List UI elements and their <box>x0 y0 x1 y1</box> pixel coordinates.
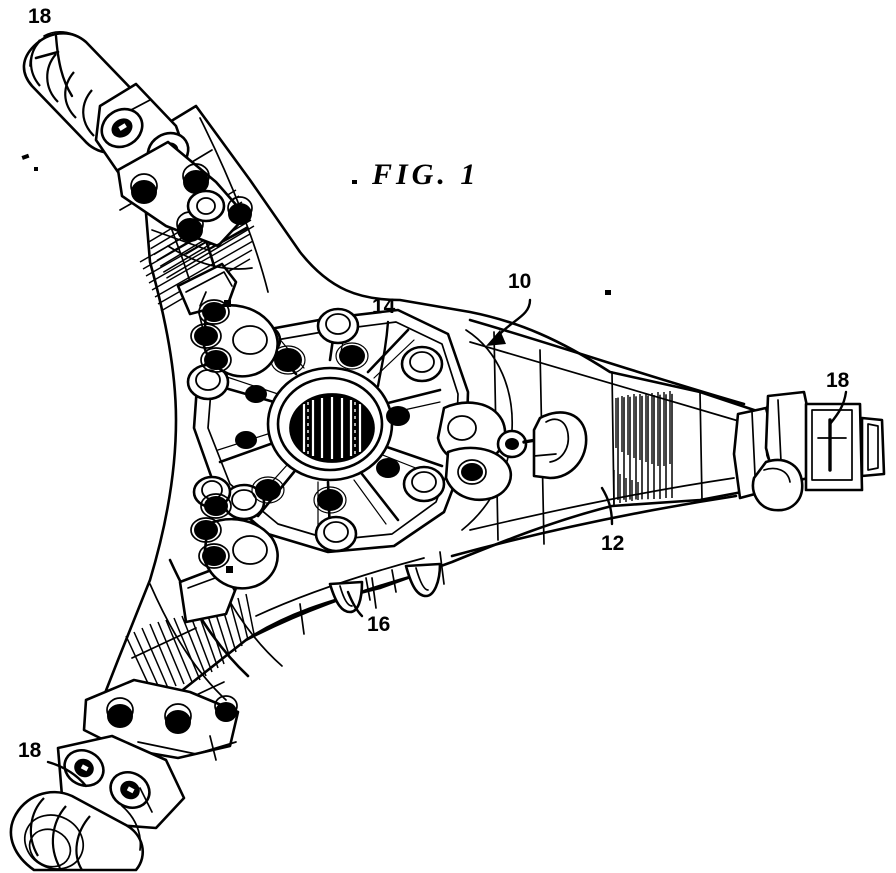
flange-hub-tl-bore <box>196 197 216 215</box>
bolt-boss <box>316 307 360 345</box>
end-cap-right <box>860 416 886 478</box>
yoke-web-bl <box>121 805 142 851</box>
vent-cap-inner <box>545 418 570 463</box>
leader-18-right <box>828 390 848 426</box>
housing-bottom-break-3 <box>439 551 445 585</box>
leader-18-top-left <box>54 34 74 98</box>
speck-4 <box>352 180 357 184</box>
mounting-lug-16 <box>328 562 442 614</box>
reference-numeral-18-right: 18 <box>826 369 850 392</box>
bolt-stack-lower <box>190 493 233 573</box>
housing-bottom-break-1 <box>299 603 305 635</box>
leader-10-arrowhead <box>486 330 506 346</box>
ujoint-top-left <box>22 31 253 270</box>
bracket-pad-upper-edge <box>185 271 233 293</box>
scan-artifacts <box>21 153 611 295</box>
arm-bl-edge-inner <box>168 558 250 678</box>
lug-right-rib <box>415 567 429 591</box>
upper-left-bracket-cluster <box>176 262 279 624</box>
leader-16 <box>346 590 364 618</box>
lug-mid-break-2 <box>391 569 397 593</box>
flange-plate-bl-rib <box>209 735 217 761</box>
leader-12 <box>600 486 614 526</box>
ujoint-right <box>732 390 886 512</box>
bolt-boss <box>222 483 266 521</box>
boot-rings-bl <box>29 797 91 871</box>
ujoint-bottom-left <box>9 678 240 872</box>
leader-lines <box>46 34 848 788</box>
barrel-stub-right <box>751 458 804 512</box>
flange-bolts-bl <box>106 695 238 734</box>
vent-cap <box>532 411 588 480</box>
arm-r-hatching-top <box>615 391 671 466</box>
lug-left-rib <box>339 585 353 607</box>
end-cap-right-inner <box>867 423 879 471</box>
arm-r-edge-bottom <box>450 494 738 558</box>
boot-clamp <box>34 50 60 60</box>
reference-numeral-18-bottom-left: 18 <box>18 739 42 762</box>
boot-end-ring-2 <box>28 828 72 868</box>
arm-bl-edge-mid <box>149 583 227 701</box>
hex-fitting-bore <box>505 438 519 450</box>
arm-r-hatching <box>617 392 673 500</box>
speck-1 <box>21 153 30 160</box>
flange-plate-tl-shadow <box>167 245 253 270</box>
reference-numeral-12: 12 <box>601 532 625 555</box>
leader-18-bottom-left <box>46 760 88 788</box>
lug-right <box>404 562 442 598</box>
reference-numeral-18-top-left: 18 <box>28 5 52 28</box>
bore-rim <box>289 393 375 463</box>
reference-numeral-16: 16 <box>367 613 391 636</box>
housing-bottom-rim <box>244 572 422 642</box>
bracket-plate-right-2-rim <box>457 459 487 485</box>
bearing-caps-bl <box>63 748 151 810</box>
bolt-stack-upper <box>190 299 232 373</box>
boot-end-cap <box>29 33 51 67</box>
flange-plate-tl-lower <box>151 227 249 251</box>
bore-splines <box>302 397 362 459</box>
boot-bottom-left <box>9 790 145 872</box>
leader-10 <box>496 298 532 338</box>
bracket-plate-right-2-hole <box>461 463 483 481</box>
reference-numeral-10: 10 <box>508 270 532 293</box>
boot-body-bl <box>9 790 145 872</box>
lug-left <box>328 580 364 614</box>
bracket-pad-upper-rib <box>199 291 207 307</box>
arm-r-edge-bottom2 <box>469 477 735 531</box>
bolt-boss <box>402 465 446 503</box>
vent-cap-shoulder <box>533 453 557 457</box>
arm-r-hatching-bottom <box>613 470 639 504</box>
figure-title: FIG. 1 <box>372 158 480 191</box>
bolt-boss <box>400 345 444 383</box>
bracket-plate-right-hole <box>447 415 477 441</box>
right-hub-bracket <box>436 401 588 501</box>
reference-numeral-14: 14 <box>372 295 396 318</box>
bolt-boss <box>314 515 358 553</box>
arm-r-break-2 <box>699 391 703 501</box>
link-plate-lower-hole <box>232 535 268 565</box>
flange-plate-bl-lower <box>137 741 237 755</box>
speck-2 <box>34 167 38 171</box>
barrel-stub-right-edge <box>763 467 791 483</box>
arm-r-edge-top2 <box>469 341 743 423</box>
speck-3 <box>605 290 611 295</box>
leader-14 <box>376 320 390 388</box>
flange-plate-bl <box>82 678 240 760</box>
yoke-rib-bl <box>139 787 153 813</box>
lug-mid-break <box>365 577 371 601</box>
link-plate-upper-hole <box>232 325 268 355</box>
cover-recesses <box>235 342 410 514</box>
housing-bottom-break-2 <box>371 577 377 609</box>
